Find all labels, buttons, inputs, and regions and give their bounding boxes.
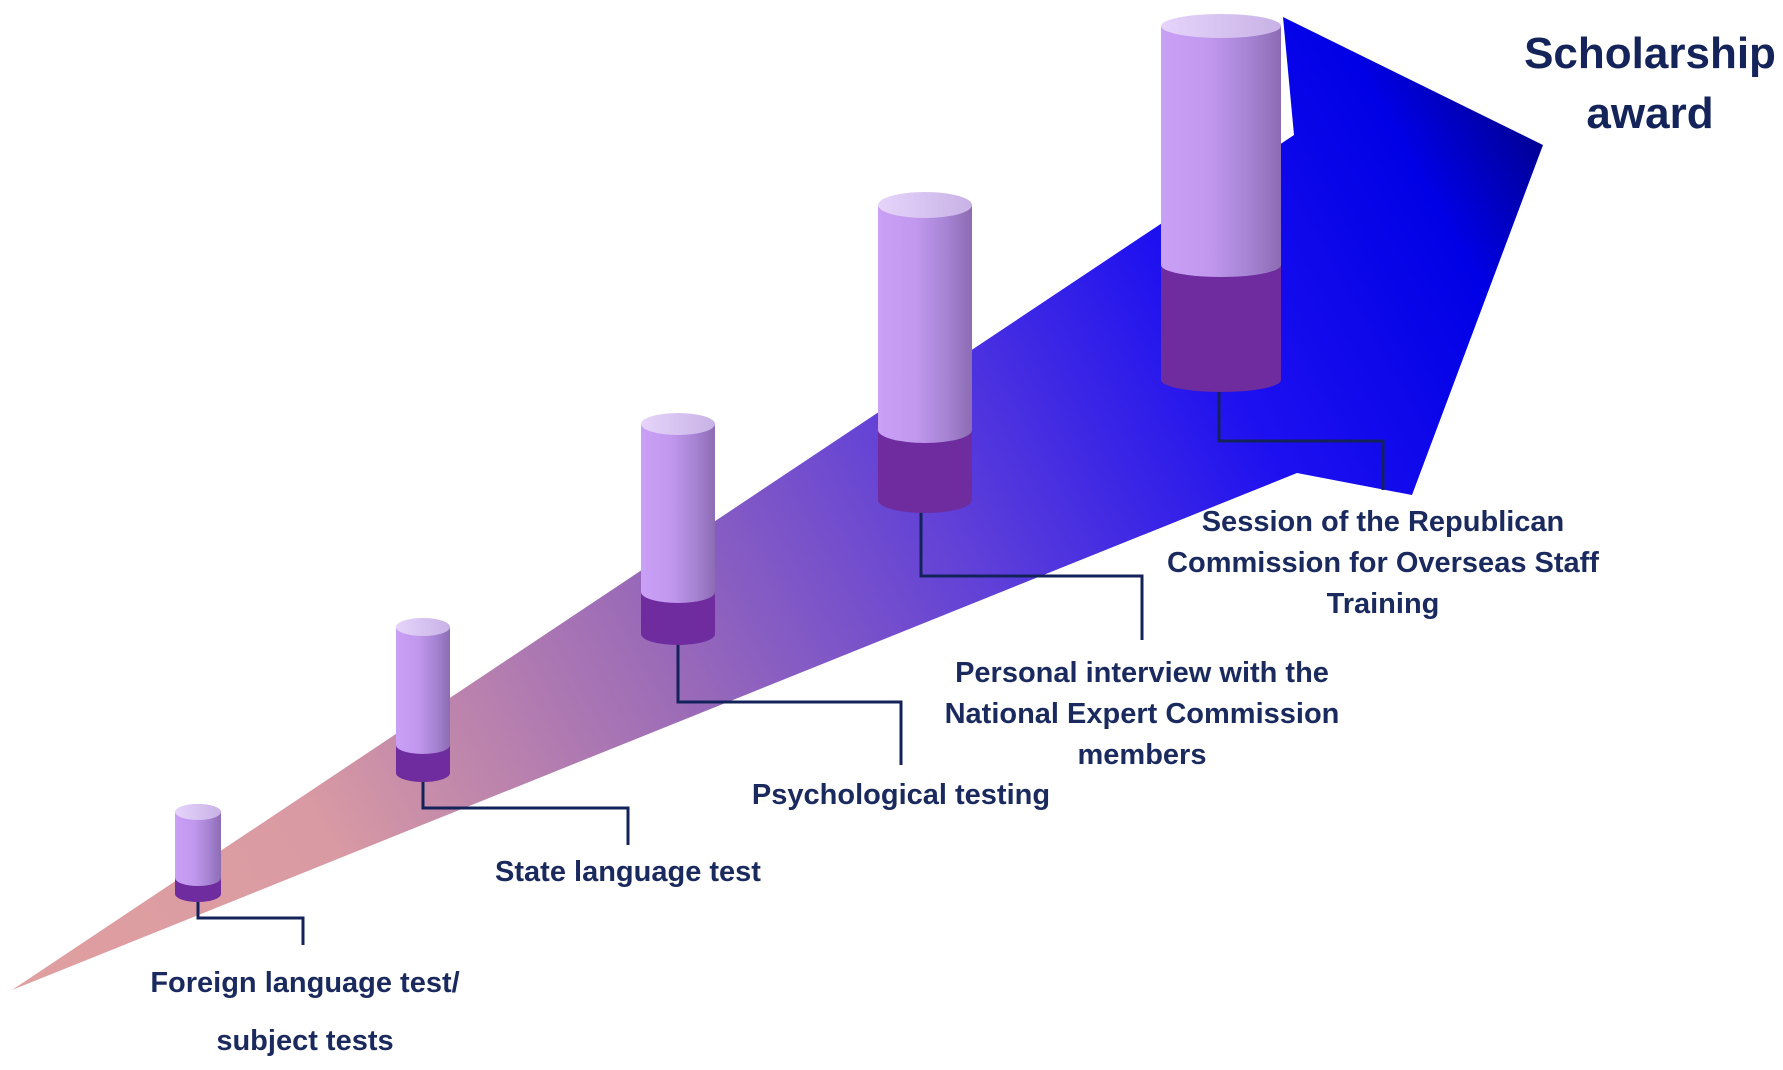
stage-2-label: State language test: [463, 852, 793, 893]
stage-3-label-line-1: Psychological testing: [751, 779, 1051, 811]
cylinder-stage-5: [1161, 14, 1281, 392]
stage-1-label: Foreign language test/ subject tests: [105, 954, 505, 1070]
stage-4-label-line-1: Personal interview with the: [955, 657, 1329, 689]
stage-5-label-line-2: Commission for Overseas Staff: [1167, 547, 1599, 579]
stage-1-label-line-1: Foreign language test/: [150, 967, 460, 999]
diagram-title-line-2: award: [1586, 89, 1714, 138]
stage-4-label-line-2: National Expert Commission: [944, 698, 1340, 730]
stage-2-label-line-1: State language test: [495, 856, 761, 888]
stage-4-label: Personal interview with the National Exp…: [912, 653, 1372, 776]
connector-lines: [196, 388, 1385, 945]
stage-1-label-line-2: subject tests: [216, 1025, 394, 1057]
stage-5-label-line-3: Training: [1326, 588, 1440, 620]
diagram-title-line-1: Scholarship: [1524, 29, 1776, 78]
stage-3-label: Psychological testing: [721, 775, 1081, 816]
stage-5-label: Session of the Republican Commission for…: [1138, 502, 1628, 625]
cylinder-stage-3: [641, 413, 715, 645]
connector-stage-4: [919, 506, 1144, 640]
connector-stage-5: [1217, 388, 1385, 490]
cylinder-stage-2: [396, 618, 450, 782]
connector-stage-2: [421, 770, 630, 845]
cylinder-stage-4: [878, 192, 972, 513]
progress-arrow: [12, 17, 1543, 990]
cylinders: [175, 14, 1281, 902]
connector-stage-3: [676, 632, 903, 765]
stage-5-label-line-1: Session of the Republican: [1201, 506, 1565, 538]
cylinder-stage-1: [175, 804, 221, 902]
connector-stage-1: [196, 888, 305, 945]
stage-4-label-line-3: members: [1077, 739, 1207, 771]
diagram-title: Scholarship award: [1490, 24, 1783, 144]
